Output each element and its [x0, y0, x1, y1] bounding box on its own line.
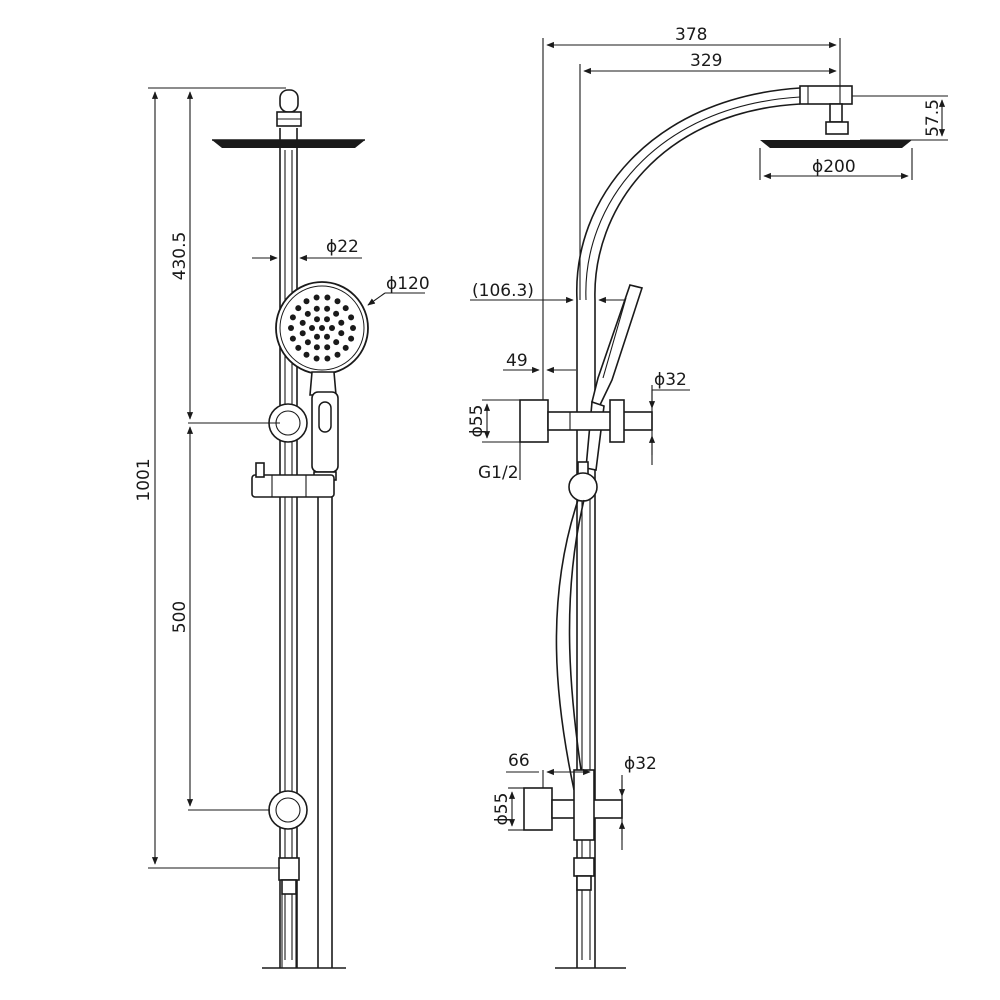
nozzle-dot — [338, 330, 345, 337]
side-view: 378 329 57.5 ϕ200 (106.3) 49 ϕ55 ϕ32 G1/… — [467, 25, 948, 969]
front-lower-bracket — [268, 790, 308, 830]
dim-upper: 430.5 — [170, 232, 190, 281]
dim-arm-reach: 329 — [690, 51, 722, 71]
nozzle-dot — [303, 351, 310, 358]
nozzle-dot — [324, 344, 331, 351]
side-shower-head — [760, 103, 912, 148]
nozzle-dot — [313, 305, 320, 312]
nozzle-dot — [333, 339, 340, 346]
front-upper-bracket — [268, 403, 308, 443]
dim-lower-connector: ϕ32 — [624, 754, 657, 774]
front-bottom-connector — [278, 857, 300, 968]
dim-upper-offset: 49 — [506, 351, 528, 371]
nozzle-dot — [295, 344, 302, 351]
front-dimensions — [148, 87, 425, 869]
nozzle-dot — [289, 314, 296, 321]
front-hose — [317, 480, 333, 968]
side-hose — [555, 499, 585, 791]
side-hand-shower — [585, 284, 644, 471]
nozzle-dot — [348, 314, 355, 321]
front-rail — [279, 128, 298, 968]
nozzle-dot — [314, 316, 320, 323]
nozzle-dot — [334, 298, 341, 305]
nozzle-dot — [313, 294, 320, 301]
nozzle-dot — [324, 316, 330, 323]
dim-head-drop: 57.5 — [923, 99, 943, 137]
nozzle-dot — [304, 310, 311, 317]
dim-upper-flange: ϕ55 — [467, 405, 487, 438]
nozzle-dot — [299, 319, 306, 326]
nozzle-dot — [324, 305, 331, 312]
nozzle-dot — [304, 339, 311, 346]
nozzle-dot — [350, 325, 356, 331]
nozzle-dot — [289, 335, 296, 342]
nozzle-dot — [288, 325, 294, 331]
nozzle-dot — [309, 325, 315, 331]
nozzle-dot — [348, 335, 355, 342]
side-lower-connector — [523, 769, 623, 841]
front-hand-shower — [275, 281, 369, 481]
dim-thread: G1/2 — [478, 463, 519, 483]
side-curved-arm — [576, 85, 853, 301]
dim-upper-connector: ϕ32 — [654, 370, 687, 390]
dim-total-height: 1001 — [134, 458, 154, 501]
nozzle-dot — [303, 298, 310, 305]
dim-lower: 500 — [170, 601, 190, 633]
nozzle-dot — [324, 333, 330, 340]
front-view: 1001 430.5 500 ϕ22 ϕ120 — [134, 87, 430, 969]
front-shower-head — [212, 139, 365, 148]
nozzle-dot — [342, 305, 349, 312]
hand-shower-nozzles — [288, 294, 356, 362]
side-bottom-connector — [573, 857, 595, 891]
nozzle-dot — [342, 344, 349, 351]
nozzle-dot — [324, 294, 331, 301]
front-slider — [251, 462, 335, 498]
dim-offset: (106.3) — [472, 281, 534, 301]
front-top-elbow — [276, 89, 302, 127]
nozzle-dot — [314, 333, 320, 340]
nozzle-dot — [319, 325, 325, 331]
nozzle-dot — [334, 351, 341, 358]
dim-lower-flange: ϕ55 — [492, 793, 512, 826]
nozzle-dot — [313, 344, 320, 351]
nozzle-dot — [313, 355, 320, 362]
nozzle-dot — [338, 319, 345, 326]
side-upper-connector — [519, 399, 653, 443]
dim-arm-length: 378 — [675, 25, 707, 45]
nozzle-dot — [324, 355, 331, 362]
dim-rail-diameter: ϕ22 — [326, 237, 359, 257]
nozzle-dot — [299, 330, 306, 337]
nozzle-dot — [295, 305, 302, 312]
side-dimensions — [470, 38, 948, 850]
dim-handshower-diameter: ϕ120 — [386, 274, 430, 294]
dim-lower-offset: 66 — [508, 751, 530, 771]
nozzle-dot — [329, 325, 335, 331]
nozzle-dot — [333, 310, 340, 317]
dim-head-diameter: ϕ200 — [812, 157, 856, 177]
